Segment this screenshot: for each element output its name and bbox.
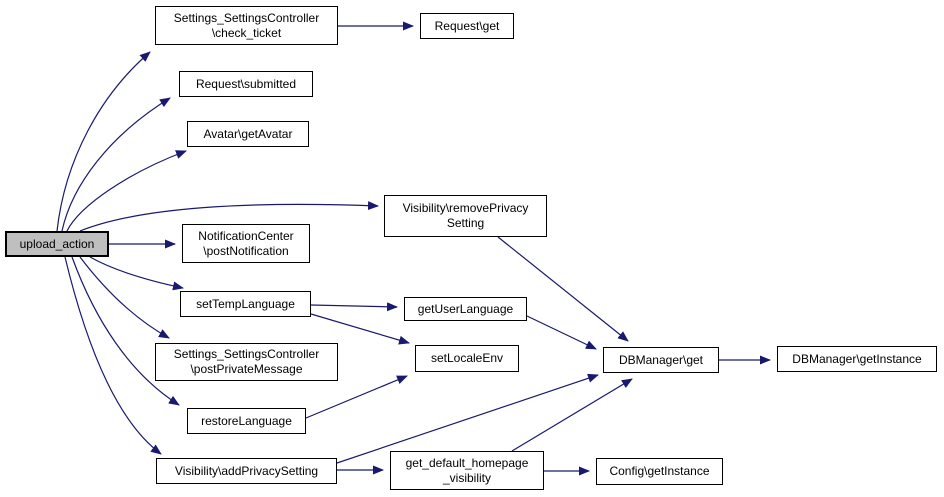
node-label-line: \postNotification [203,243,289,258]
node-label-line: Avatar\getAvatar [203,126,293,141]
edge-get_user_language-dbmanager_get [526,315,597,350]
node-label-line: \postPrivateMessage [190,362,303,376]
edge-upload_action-avatar_getavatar [66,150,187,232]
edge-upload_action-restore_language [71,256,180,406]
node-set_temp_language[interactable]: setTempLanguage [180,291,311,317]
node-label-line: Request\get [434,18,500,33]
node-request_submitted[interactable]: Request\submitted [179,71,313,97]
edge-upload_action-set_temp_language [89,256,184,291]
node-dbmanager_getinstance[interactable]: DBManager\getInstance [777,346,937,372]
node-restore_language[interactable]: restoreLanguage [187,408,306,434]
node-get_default_homepage[interactable]: get_default_homepage_visibility [390,451,544,490]
node-label-line: Visibility\removePrivacy [402,201,529,215]
edge-upload_action-check_ticket [56,51,151,232]
node-post_notification[interactable]: NotificationCenter\postNotification [182,224,310,263]
node-label-line: NotificationCenter [198,228,294,243]
node-add_privacy[interactable]: Visibility\addPrivacySetting [156,458,337,484]
node-label-line: Visibility\addPrivacySetting [174,463,319,478]
edge-remove_privacy-dbmanager_get [497,236,629,342]
node-label-line: get_default_homepage [405,455,529,470]
node-label-line: restoreLanguage [201,413,292,428]
edge-get_default_homepage-dbmanager_get [511,378,633,452]
edge-set_temp_language-get_user_language [310,302,398,312]
node-label-line: DBManager\get [618,352,704,367]
node-upload_action[interactable]: upload_action [5,231,109,257]
edge-upload_action-add_privacy [64,256,162,455]
node-get_user_language[interactable]: getUserLanguage [404,297,527,321]
edge-restore_language-set_locale_env [305,375,408,419]
edge-upload_action-post_private_message [79,256,170,339]
node-config_getinstance[interactable]: Config\getInstance [596,458,723,485]
node-label-line: DBManager\getInstance [792,351,922,366]
edge-upload_action-request_submitted [61,97,171,232]
edge-add_privacy-dbmanager_get [336,373,599,464]
edge-upload_action-remove_privacy [79,201,379,232]
node-label-line: Settings_SettingsController [173,10,320,25]
node-avatar_getavatar[interactable]: Avatar\getAvatar [187,121,309,147]
node-request_get[interactable]: Request\get [420,13,514,39]
node-label-line: Request\submitted [195,76,297,91]
node-label-line: upload_action [19,236,95,251]
node-label-line: Settings_SettingsController [173,347,320,361]
node-label-line: getUserLanguage [417,301,514,316]
node-dbmanager_get[interactable]: DBManager\get [603,347,719,373]
node-set_locale_env[interactable]: setLocaleEnv [415,345,519,372]
node-label-line: setLocaleEnv [430,351,504,365]
node-label-line: \check_ticket [211,25,282,40]
node-label-line: _visibility [442,470,491,485]
node-label-line: Config\getInstance [609,464,710,478]
edge-set_temp_language-set_locale_env [310,313,410,345]
node-check_ticket[interactable]: Settings_SettingsController\check_ticket [155,6,338,45]
node-post_private_message[interactable]: Settings_SettingsController\postPrivateM… [155,343,338,381]
node-label-line: Setting [446,216,485,230]
node-label-line: setTempLanguage [196,296,295,311]
